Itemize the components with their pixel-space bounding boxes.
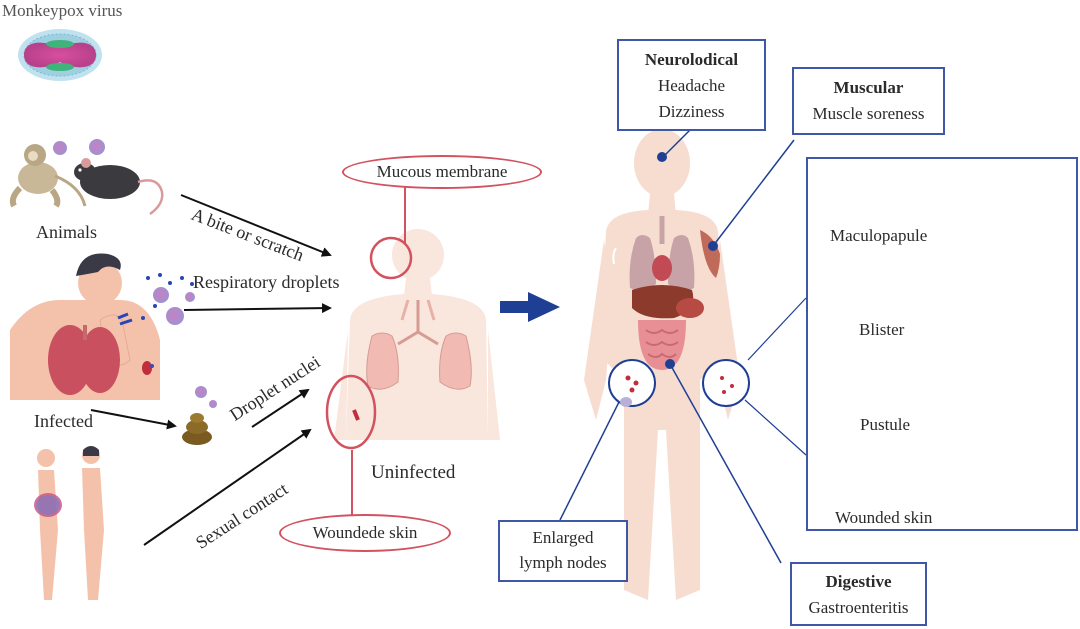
feces-icon — [182, 386, 217, 445]
wounded-skin-marker — [325, 374, 377, 450]
digestive-item: Gastroenteritis — [808, 598, 909, 617]
progression-arrow — [500, 292, 560, 322]
skin-rash-zoom-circle — [702, 359, 750, 407]
virus-particle-icon — [53, 141, 67, 155]
lesion-label-maculopapule: Maculopapule — [830, 226, 928, 245]
digestive-title: Digestive — [825, 572, 892, 591]
wounded-skin-label: Woundede skin — [279, 514, 451, 552]
neurological-box: Neurolodical Headache Dizziness — [617, 39, 766, 131]
source-animals-label: Animals — [36, 222, 97, 242]
monkey-icon — [9, 144, 87, 208]
transmission-arrows — [90, 194, 332, 546]
lesion-label-blister: Blister — [859, 320, 905, 339]
infected-body-icon — [584, 129, 740, 600]
lesion-label-wounded-skin: Wounded skin — [835, 508, 933, 527]
muscular-item: Muscle soreness — [812, 104, 925, 123]
source-infected-label: Infected — [34, 411, 93, 431]
neurological-item: Headache — [657, 76, 725, 95]
digestive-box: Digestive Gastroenteritis — [790, 562, 927, 626]
lymph-node-box: Enlarged lymph nodes — [498, 520, 628, 582]
lesion-label-pustule: Pustule — [860, 415, 911, 434]
route-respiratory-label: Respiratory droplets — [193, 272, 340, 292]
mucous-membrane-label: Mucous membrane — [342, 155, 542, 189]
uninfected-label: Uninfected — [371, 462, 456, 483]
muscular-box: Muscular Muscle soreness — [792, 67, 945, 135]
muscular-title: Muscular — [833, 78, 904, 97]
neurological-title: Neurolodical — [644, 50, 739, 69]
respiratory-droplets-icon — [141, 273, 195, 325]
infected-person-icon — [10, 253, 160, 400]
skin-lesion-panel — [806, 157, 1078, 531]
virus-particle-icon — [89, 139, 105, 155]
monkeypox-virus-icon — [18, 29, 102, 81]
lymph-line: lymph nodes — [519, 553, 607, 572]
virus-label: Monkeypox virus — [2, 1, 123, 20]
symptom-connectors — [559, 129, 807, 564]
sexual-partners-icon — [34, 446, 104, 600]
lymph-node-zoom-circle — [608, 359, 656, 407]
uninfected-person-icon — [334, 229, 500, 440]
lymph-line: Enlarged — [532, 528, 594, 547]
mucous-membrane-marker — [369, 236, 413, 280]
neurological-item: Dizziness — [658, 102, 725, 121]
rat-icon — [74, 158, 164, 216]
